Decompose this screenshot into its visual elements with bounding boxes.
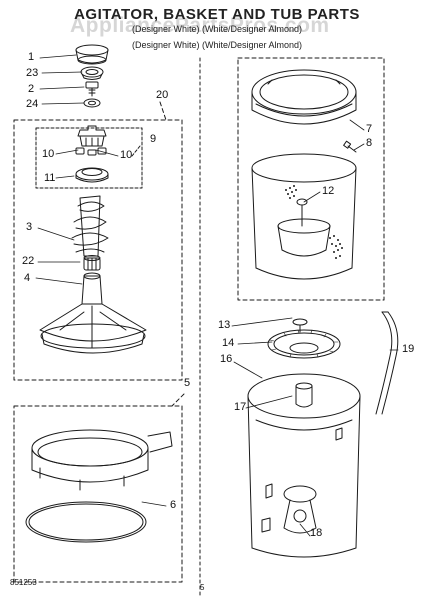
watermark: AppliancePartsPros.com [70,14,330,37]
part-19-hose [375,311,399,415]
part-12-basket [251,153,357,280]
callout-24: 24 [26,98,39,110]
callout-19: 19 [402,343,415,355]
callout-13: 13 [218,319,231,331]
callout-11: 11 [44,172,56,184]
callout-16: 16 [220,353,233,365]
part-4-agitator-base [39,272,147,354]
group-box-20 [13,101,183,381]
part-24-washer [83,98,101,108]
part-23-cap-seal [80,66,104,80]
leader-lines [35,54,399,537]
part-17-tub-bearing [295,382,313,408]
part-18-drain-fitting [283,485,317,534]
callout-9: 9 [150,133,157,145]
callout-10-right: 10 [120,149,133,161]
part-3-agitator-auger [71,195,109,257]
gasket-teeth [269,329,339,358]
callout-3: 3 [26,221,33,233]
callout-23: 23 [26,67,39,79]
part-5-tub-ring [31,429,173,491]
diagram-subtitle: (Designer White) (White/Designer Almond) [131,24,303,34]
callout-12: 12 [322,185,335,197]
part-8-screw [343,140,357,153]
part-2-bolt [85,81,99,97]
part-13-hub [292,318,308,333]
callout-5: 5 [184,377,191,389]
part-10-dogs [75,147,107,156]
callout-1: 1 [28,51,35,63]
callout-8: 8 [366,137,373,149]
group-box-5 [13,393,185,583]
part-14-gasket [267,329,341,359]
group-box-9 [35,127,143,189]
callout-10-left: 10 [42,148,55,160]
page-number: 5 [200,583,205,592]
callout-2: 2 [28,83,35,95]
callout-20: 20 [156,89,169,101]
callout-6: 6 [170,499,177,511]
diagram-title: AGITATOR, BASKET AND TUB PARTS [74,6,360,23]
part-9-dog-assembly [77,125,107,147]
callout-17: 17 [234,401,247,413]
callout-14: 14 [222,337,235,349]
callout-4: 4 [24,272,31,284]
part-16-outer-tub [247,373,361,558]
part-22-spline [83,255,101,271]
callout-22: 22 [22,255,35,267]
basket-perforations [285,185,343,259]
drawing-code: 851253 [10,578,37,587]
group-box-basket [237,57,385,301]
callout-18: 18 [310,527,323,539]
callout-7: 7 [366,123,373,135]
part-6-tub-seal [25,501,147,543]
diagram-subtitle-variants: (Designer White) (White/Designer Almond) [131,40,303,50]
part-11-cam [75,167,109,183]
part-1-agitator-cap [75,44,109,65]
part-7-balance-ring [251,69,357,125]
